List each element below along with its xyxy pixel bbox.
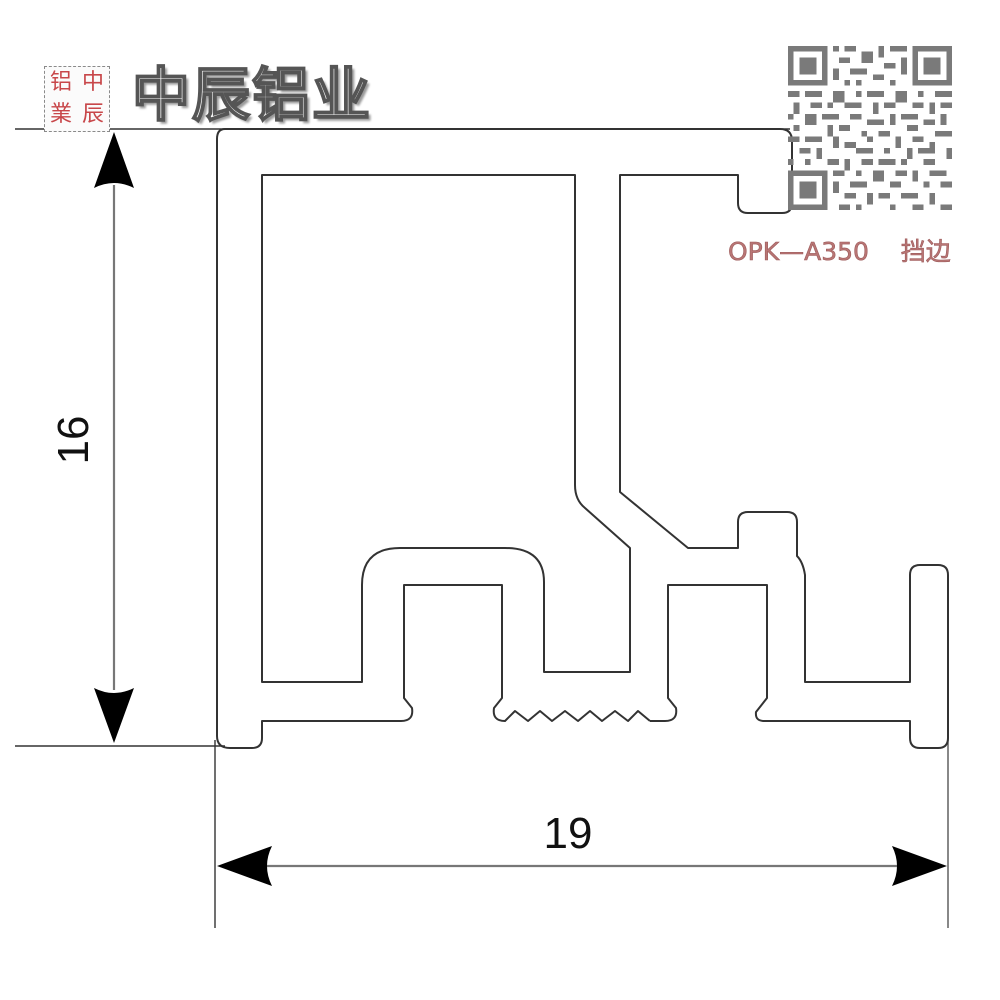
height-dimension-label: 16: [49, 416, 98, 465]
width-dimension-label: 19: [544, 809, 593, 858]
stamp-char: 業: [49, 102, 72, 127]
stamp-char: 辰: [81, 102, 104, 127]
model-number: OPK—A350: [728, 237, 870, 267]
stamp-char: 中: [81, 70, 104, 95]
arrow-up-icon: [94, 132, 134, 188]
brand-title: 中辰铝业: [131, 61, 373, 129]
arrow-left-icon: [217, 846, 272, 886]
arrow-right-icon: [892, 846, 947, 886]
arrow-down-icon: [94, 688, 134, 743]
stamp-char: 铝: [49, 70, 72, 95]
product-model-label: OPK—A350 挡边: [728, 232, 951, 268]
profile-outline: [216, 128, 949, 749]
qr-code-icon: [788, 46, 952, 210]
brand-stamp-logo: 铝 中 業 辰: [44, 66, 110, 132]
product-name: 挡边: [900, 237, 951, 267]
